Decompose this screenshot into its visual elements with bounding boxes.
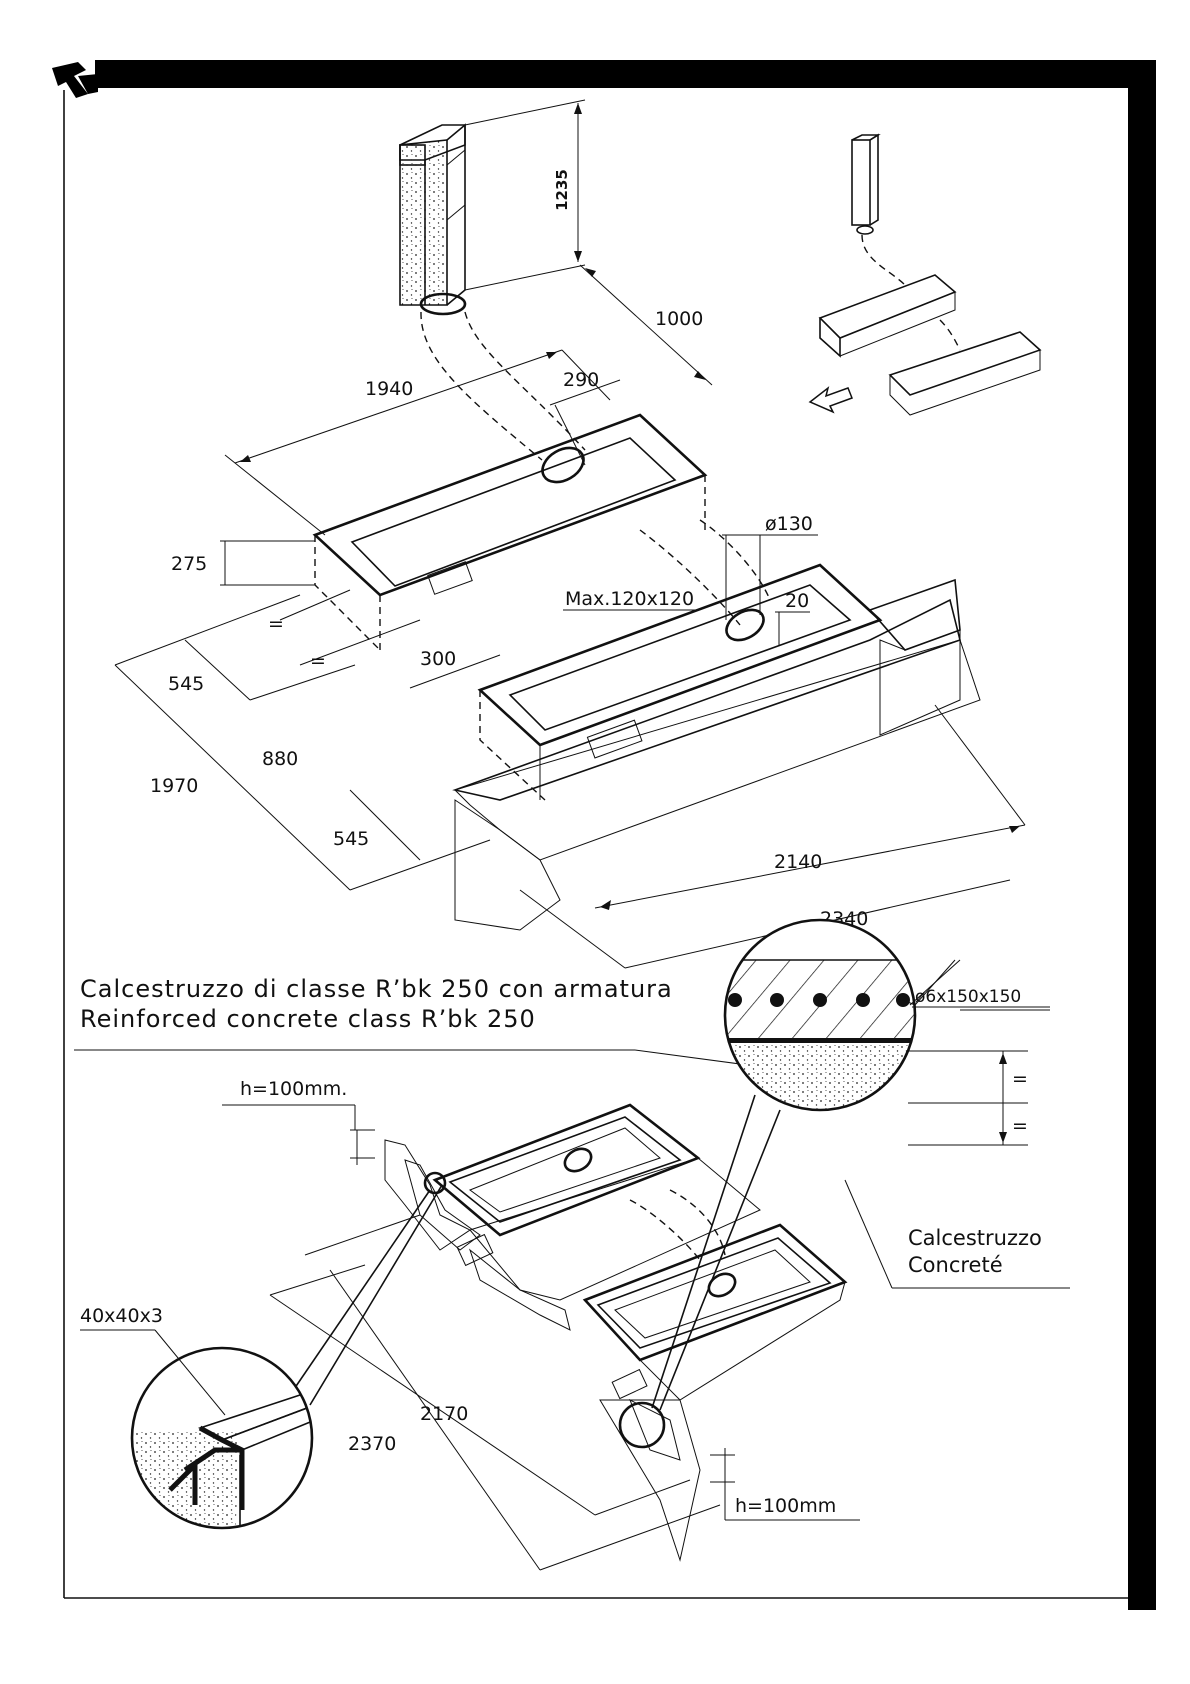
inset-assembly — [820, 135, 1040, 415]
caption-italian: Calcestruzzo di classe R’bk 250 con arma… — [80, 975, 673, 1003]
top-isometric-drawing: 1235 1000 1940 290 — [115, 100, 1040, 968]
detail-eq-top: = — [1012, 1068, 1028, 1090]
dim-dia130: ø130 — [765, 513, 813, 535]
detail-circle-angle — [130, 1348, 315, 1540]
caption-english: Reinforced concrete class R’bk 250 — [80, 1005, 536, 1033]
dim-300: 300 — [420, 648, 456, 670]
detail-eq-bottom: = — [1012, 1115, 1028, 1137]
ground-section — [455, 580, 980, 930]
dim-880: 880 — [262, 748, 298, 770]
dim-545-top: 545 — [168, 673, 204, 695]
detail-circle-reinforcement — [720, 918, 920, 1123]
channel-assembly — [385, 1105, 845, 1560]
label-h-right: h=100mm — [735, 1495, 836, 1517]
label-concrete-en: Concreté — [908, 1253, 1003, 1277]
direction-arrow-icon — [810, 388, 852, 412]
column-post — [400, 125, 465, 314]
dim-1940: 1940 — [365, 378, 413, 400]
dim-2170: 2170 — [420, 1403, 468, 1425]
dim-275: 275 — [171, 553, 207, 575]
caption-block: Calcestruzzo di classe R’bk 250 con arma… — [74, 975, 785, 1070]
label-mesh: ø6x150x150 — [915, 987, 1021, 1007]
label-h-left: h=100mm. — [240, 1078, 347, 1100]
brand-logo-icon — [52, 62, 98, 98]
dim-1970: 1970 — [150, 775, 198, 797]
dim-290: 290 — [563, 369, 599, 391]
dim-2370: 2370 — [348, 1433, 396, 1455]
dim-1235: 1235 — [553, 169, 571, 211]
dim-545-bottom: 545 — [333, 828, 369, 850]
label-concrete-it: Calcestruzzo — [908, 1226, 1042, 1250]
upper-trough — [315, 415, 705, 650]
label-angle: 40x40x3 — [80, 1305, 163, 1327]
eq-mark-b: = — [310, 650, 326, 672]
dim-2140: 2140 — [774, 851, 822, 873]
dim-1000: 1000 — [655, 308, 703, 330]
eq-mark-a: = — [268, 613, 284, 635]
dim-max120: Max.120x120 — [565, 588, 694, 610]
